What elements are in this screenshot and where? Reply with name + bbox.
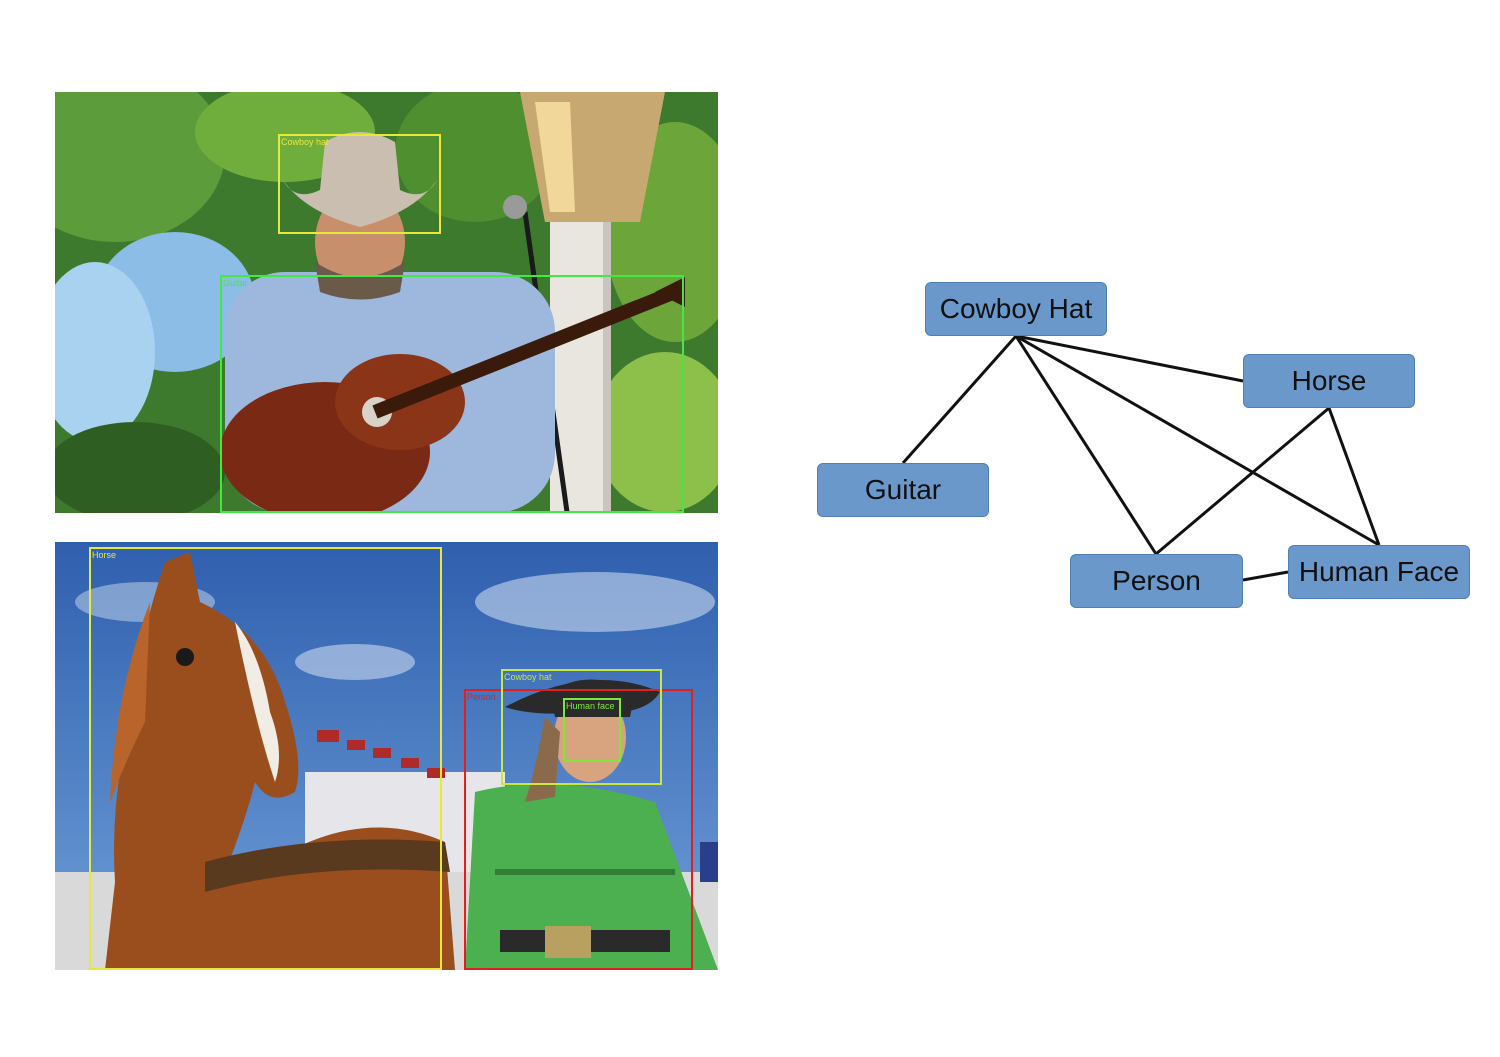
node-label: Guitar: [864, 474, 942, 505]
node-horse: Horse: [1243, 354, 1415, 408]
detection-box-cowboy-hat: Cowboy hat: [501, 669, 662, 785]
detection-box-guitar: Guitar: [220, 275, 684, 513]
node-guitar: Guitar: [817, 463, 989, 517]
edge-cowboy_hat-horse: [1015, 334, 1244, 383]
edge-horse-person: [1155, 406, 1330, 556]
detection-label: Guitar: [223, 278, 248, 288]
edge-cowboy_hat-human_face: [1015, 334, 1380, 547]
guitarist-scene: [55, 92, 718, 513]
edge-cowboy_hat-person: [1014, 335, 1158, 555]
detection-label: Person: [467, 692, 496, 702]
edge-person-human_face: [1242, 570, 1289, 582]
node-label: Person: [1112, 565, 1201, 596]
node-label: Human Face: [1298, 556, 1460, 587]
node-person: Person: [1070, 554, 1243, 608]
edge-horse-human_face: [1327, 407, 1381, 546]
node-cowboy-hat: Cowboy Hat: [925, 282, 1107, 336]
detection-label: Cowboy hat: [281, 137, 329, 147]
edge-cowboy_hat-guitar: [901, 335, 1018, 464]
detection-label: Horse: [92, 550, 117, 560]
node-human-face: Human Face: [1288, 545, 1470, 599]
detection-label: Human face: [566, 701, 615, 711]
detection-box-cowboy-hat: Cowboy hat: [278, 134, 441, 234]
photo-guitarist: Cowboy hat Guitar: [55, 92, 718, 513]
node-label: Cowboy Hat: [939, 293, 1093, 324]
detection-box-horse: Horse: [89, 547, 442, 970]
node-label: Horse: [1291, 365, 1367, 396]
detection-label: Cowboy hat: [504, 672, 552, 682]
detection-box-person: Person: [464, 689, 693, 970]
detection-box-human-face: Human face: [563, 698, 621, 762]
photo-rodeo: Horse Person Cowboy hat Human face: [55, 542, 718, 970]
